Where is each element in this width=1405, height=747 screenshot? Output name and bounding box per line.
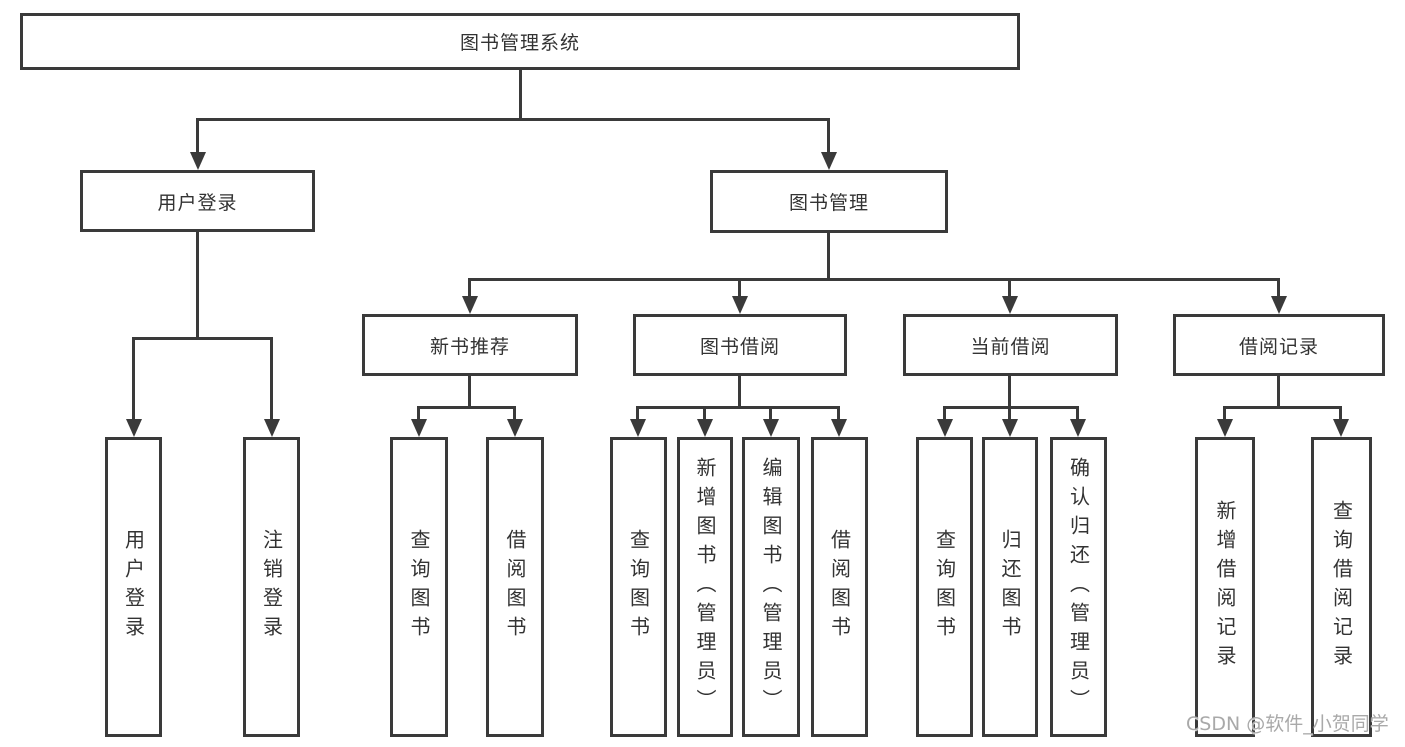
connector-to-query-books-current	[943, 406, 946, 422]
connector-current-borrow-stem	[1008, 376, 1011, 409]
node-library-system: 图书管理系统	[20, 13, 1020, 70]
leaf-logout-login: 注销登录	[243, 437, 300, 737]
arrowhead-book-management	[821, 152, 837, 170]
connector-to-add-books	[703, 406, 706, 422]
connector-to-borrow-books-recommend	[513, 406, 516, 422]
connector-root-to-book-management	[827, 118, 830, 155]
leaf-user-login: 用户登录	[105, 437, 162, 737]
arrowhead-new-book-recommend	[462, 296, 478, 314]
connector-user-login-rail	[132, 337, 273, 340]
leaf-borrow-books-recommend-label: 借阅图书	[503, 529, 527, 645]
node-book-borrow: 图书借阅	[633, 314, 847, 376]
connector-to-leaf-user-login	[132, 337, 135, 422]
leaf-confirm-return-admin-label: 确认归还（管理员）	[1066, 456, 1091, 718]
leaf-edit-books-admin: 编辑图书（管理员）	[742, 437, 800, 737]
node-borrow-records: 借阅记录	[1173, 314, 1385, 376]
arrowhead-query-borrow-record	[1333, 419, 1349, 437]
arrowhead-borrow-records	[1271, 296, 1287, 314]
arrowhead-borrow-books-recommend	[507, 419, 523, 437]
arrowhead-query-books-current	[937, 419, 953, 437]
node-library-system-label: 图书管理系统	[459, 32, 580, 54]
connector-to-query-books-borrow	[636, 406, 639, 422]
node-current-borrow: 当前借阅	[903, 314, 1118, 376]
connector-to-confirm-return	[1076, 406, 1079, 422]
connector-to-borrow-records	[1277, 278, 1280, 299]
node-user-login: 用户登录	[80, 170, 315, 232]
connector-to-new-book-recommend	[468, 278, 471, 299]
leaf-user-login-label: 用户登录	[121, 529, 146, 645]
arrowhead-user-login	[190, 152, 206, 170]
arrowhead-confirm-return	[1070, 419, 1086, 437]
connector-to-leaf-logout	[270, 337, 273, 422]
arrowhead-query-books-borrow	[630, 419, 646, 437]
node-user-login-label: 用户登录	[157, 191, 238, 214]
node-book-borrow-label: 图书借阅	[699, 335, 780, 358]
arrowhead-leaf-logout	[264, 419, 280, 437]
node-current-borrow-label: 当前借阅	[970, 335, 1051, 358]
leaf-return-books: 归还图书	[982, 437, 1038, 737]
leaf-query-books-current-label: 查询图书	[932, 529, 957, 645]
connector-recommend-rail	[417, 406, 516, 409]
connector-to-book-borrow	[738, 278, 741, 299]
leaf-query-books-recommend: 查询图书	[390, 437, 448, 737]
leaf-add-borrow-record: 新增借阅记录	[1195, 437, 1255, 737]
leaf-edit-books-admin-label: 编辑图书（管理员）	[759, 456, 783, 718]
connector-to-query-books-recommend	[417, 406, 420, 422]
connector-book-management-rail	[468, 278, 1280, 281]
connector-current-borrow-rail	[943, 406, 1079, 409]
leaf-query-books-current: 查询图书	[916, 437, 973, 737]
connector-to-query-borrow-record	[1339, 406, 1342, 422]
connector-to-add-borrow-record	[1223, 406, 1226, 422]
arrowhead-add-books	[697, 419, 713, 437]
leaf-logout-login-label: 注销登录	[259, 529, 284, 645]
arrowhead-add-borrow-record	[1217, 419, 1233, 437]
node-book-management: 图书管理	[710, 170, 948, 233]
leaf-add-books-admin: 新增图书（管理员）	[677, 437, 733, 737]
arrowhead-return-books	[1002, 419, 1018, 437]
leaf-borrow-books-label: 借阅图书	[827, 529, 852, 645]
node-new-book-recommend-label: 新书推荐	[429, 335, 510, 358]
leaf-query-borrow-record: 查询借阅记录	[1311, 437, 1372, 737]
leaf-query-borrow-record-label: 查询借阅记录	[1329, 500, 1354, 674]
leaf-query-books-borrow: 查询图书	[610, 437, 667, 737]
leaf-confirm-return-admin: 确认归还（管理员）	[1050, 437, 1107, 737]
leaf-return-books-label: 归还图书	[998, 529, 1022, 645]
connector-root-to-user-login	[196, 118, 199, 155]
arrowhead-current-borrow	[1002, 296, 1018, 314]
connector-borrow-records-stem	[1277, 376, 1280, 409]
arrowhead-borrow-books	[831, 419, 847, 437]
connector-user-login-stem	[196, 232, 199, 340]
leaf-query-books-recommend-label: 查询图书	[407, 529, 431, 645]
connector-root-rail	[196, 118, 830, 121]
node-borrow-records-label: 借阅记录	[1238, 335, 1319, 358]
connector-to-borrow-books	[837, 406, 840, 422]
leaf-borrow-books-recommend: 借阅图书	[486, 437, 544, 737]
connector-to-current-borrow	[1008, 278, 1011, 299]
connector-to-edit-books	[769, 406, 772, 422]
node-book-management-label: 图书管理	[788, 192, 869, 214]
connector-book-management-stem	[827, 233, 830, 281]
leaf-add-borrow-record-label: 新增借阅记录	[1213, 500, 1237, 674]
connector-recommend-stem	[468, 376, 471, 409]
arrowhead-edit-books	[763, 419, 779, 437]
arrowhead-query-books-recommend	[411, 419, 427, 437]
connector-book-borrow-stem	[738, 376, 741, 409]
connector-book-borrow-rail	[636, 406, 840, 409]
arrowhead-book-borrow	[732, 296, 748, 314]
leaf-query-books-borrow-label: 查询图书	[626, 529, 651, 645]
connector-borrow-records-rail	[1223, 406, 1342, 409]
node-new-book-recommend: 新书推荐	[362, 314, 578, 376]
connector-root-stem	[519, 70, 522, 121]
arrowhead-leaf-user-login	[126, 419, 142, 437]
leaf-borrow-books: 借阅图书	[811, 437, 868, 737]
leaf-add-books-admin-label: 新增图书（管理员）	[693, 456, 717, 718]
csdn-watermark: CSDN @软件_小贺同学	[1186, 713, 1389, 735]
connector-to-return-books	[1008, 406, 1011, 422]
